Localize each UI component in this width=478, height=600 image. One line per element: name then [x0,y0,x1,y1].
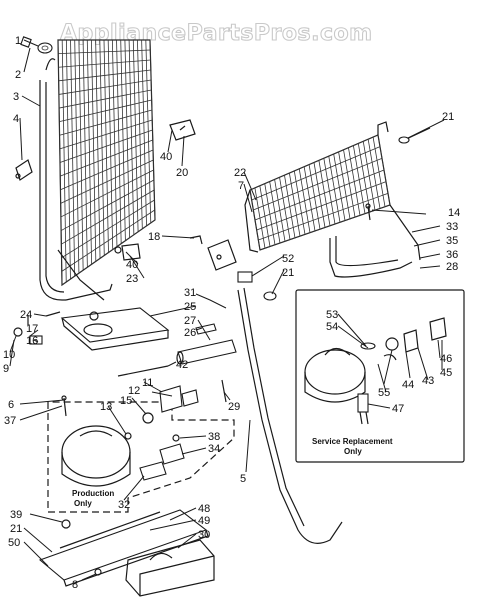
production-box-line1: Production [72,489,114,498]
callout-31: 31 [184,287,196,299]
callout-25: 25 [184,301,196,313]
callout-12: 12 [128,385,140,397]
callout-54: 54 [326,321,338,333]
callout-27: 27 [184,315,196,327]
capacitor-part-32 [139,461,167,481]
callout-52: 52 [282,253,294,265]
callout-40-top: 40 [160,151,172,163]
screw-part-21 [398,127,431,144]
callout-6: 6 [8,399,14,411]
callout-38: 38 [208,431,220,443]
callout-2: 2 [15,69,21,81]
watermark: AppliancePartsPros.com [60,21,373,46]
callout-29: 29 [228,401,240,413]
callout-28: 28 [446,261,458,273]
callout-8: 8 [72,579,78,591]
callout-15: 15 [120,395,132,407]
part-26 [195,323,217,335]
production-only-region: Production Only [47,401,235,513]
relay-parts [124,385,199,440]
part-24 [45,311,61,317]
callout-14: 14 [448,207,460,219]
service-box-line1: Service Replacement [312,437,393,446]
grommet-part-1 [37,42,53,54]
part-29 [221,379,227,403]
callout-33: 33 [446,221,458,233]
production-compressor-icon [61,425,131,479]
production-box-line2: Only [74,499,92,508]
callout-49: 49 [198,515,210,527]
bracket-part-34 [159,434,185,465]
callout-35: 35 [446,235,458,247]
callout-53: 53 [326,309,338,321]
callout-1: 1 [15,35,21,47]
callout-18: 18 [148,231,160,243]
callout-16: 16 [26,335,38,347]
callout-48: 48 [198,503,210,515]
service-box-line2: Only [344,447,362,456]
callout-47: 47 [392,403,404,415]
callout-4: 4 [13,113,19,125]
drier-part-42 [117,339,237,377]
clip-part-20 [169,119,196,141]
clip-part-2 [20,36,32,48]
evaporator-coil [39,39,156,301]
callout-21-mid: 21 [282,267,294,279]
callout-45: 45 [440,367,452,379]
callout-42: 42 [176,359,188,371]
callout-20: 20 [176,167,188,179]
pin-part-14 [365,203,371,221]
callout-44: 44 [402,379,414,391]
drain-pan [60,307,170,351]
condenser-bracket [189,235,237,271]
callout-37: 37 [4,415,16,427]
callout-17: 17 [26,323,38,335]
screw-part-52 [237,271,277,301]
condenser-coil [244,121,421,278]
small-parts-left [13,315,43,345]
tube-clip-part-4 [15,159,33,181]
pin-part-37 [61,395,67,417]
service-compressor-icon [304,349,366,395]
callout-39: 39 [10,509,22,521]
callout-10: 10 [3,349,15,361]
callout-numbers: 1 2 3 4 40 20 21 22 7 14 33 35 36 28 18 … [3,35,460,591]
clip-part-23 [114,243,141,261]
compressor-base [38,509,215,597]
callout-22: 22 [234,167,246,179]
process-tube [237,287,343,544]
callout-11: 11 [142,377,153,389]
callout-55: 55 [378,387,390,399]
callout-13: 13 [100,401,112,413]
callout-9: 9 [3,363,9,375]
callout-21-top: 21 [442,111,454,123]
callout-32: 32 [118,499,130,511]
callout-21-bottom: 21 [10,523,22,535]
callout-34: 34 [208,443,220,455]
callout-50: 50 [8,537,20,549]
callout-24: 24 [20,309,32,321]
callout-30: 30 [198,529,210,541]
callout-40-mid: 40 [126,259,138,271]
callout-43: 43 [422,375,434,387]
service-replacement-box: Service Replacement Only [295,289,465,463]
callout-3: 3 [13,91,19,103]
leader-lines [9,39,445,581]
callout-36: 36 [446,249,458,261]
callout-46: 46 [440,353,452,365]
callout-7: 7 [238,180,244,192]
callout-26: 26 [184,327,196,339]
callout-5: 5 [240,473,246,485]
callout-23: 23 [126,273,138,285]
